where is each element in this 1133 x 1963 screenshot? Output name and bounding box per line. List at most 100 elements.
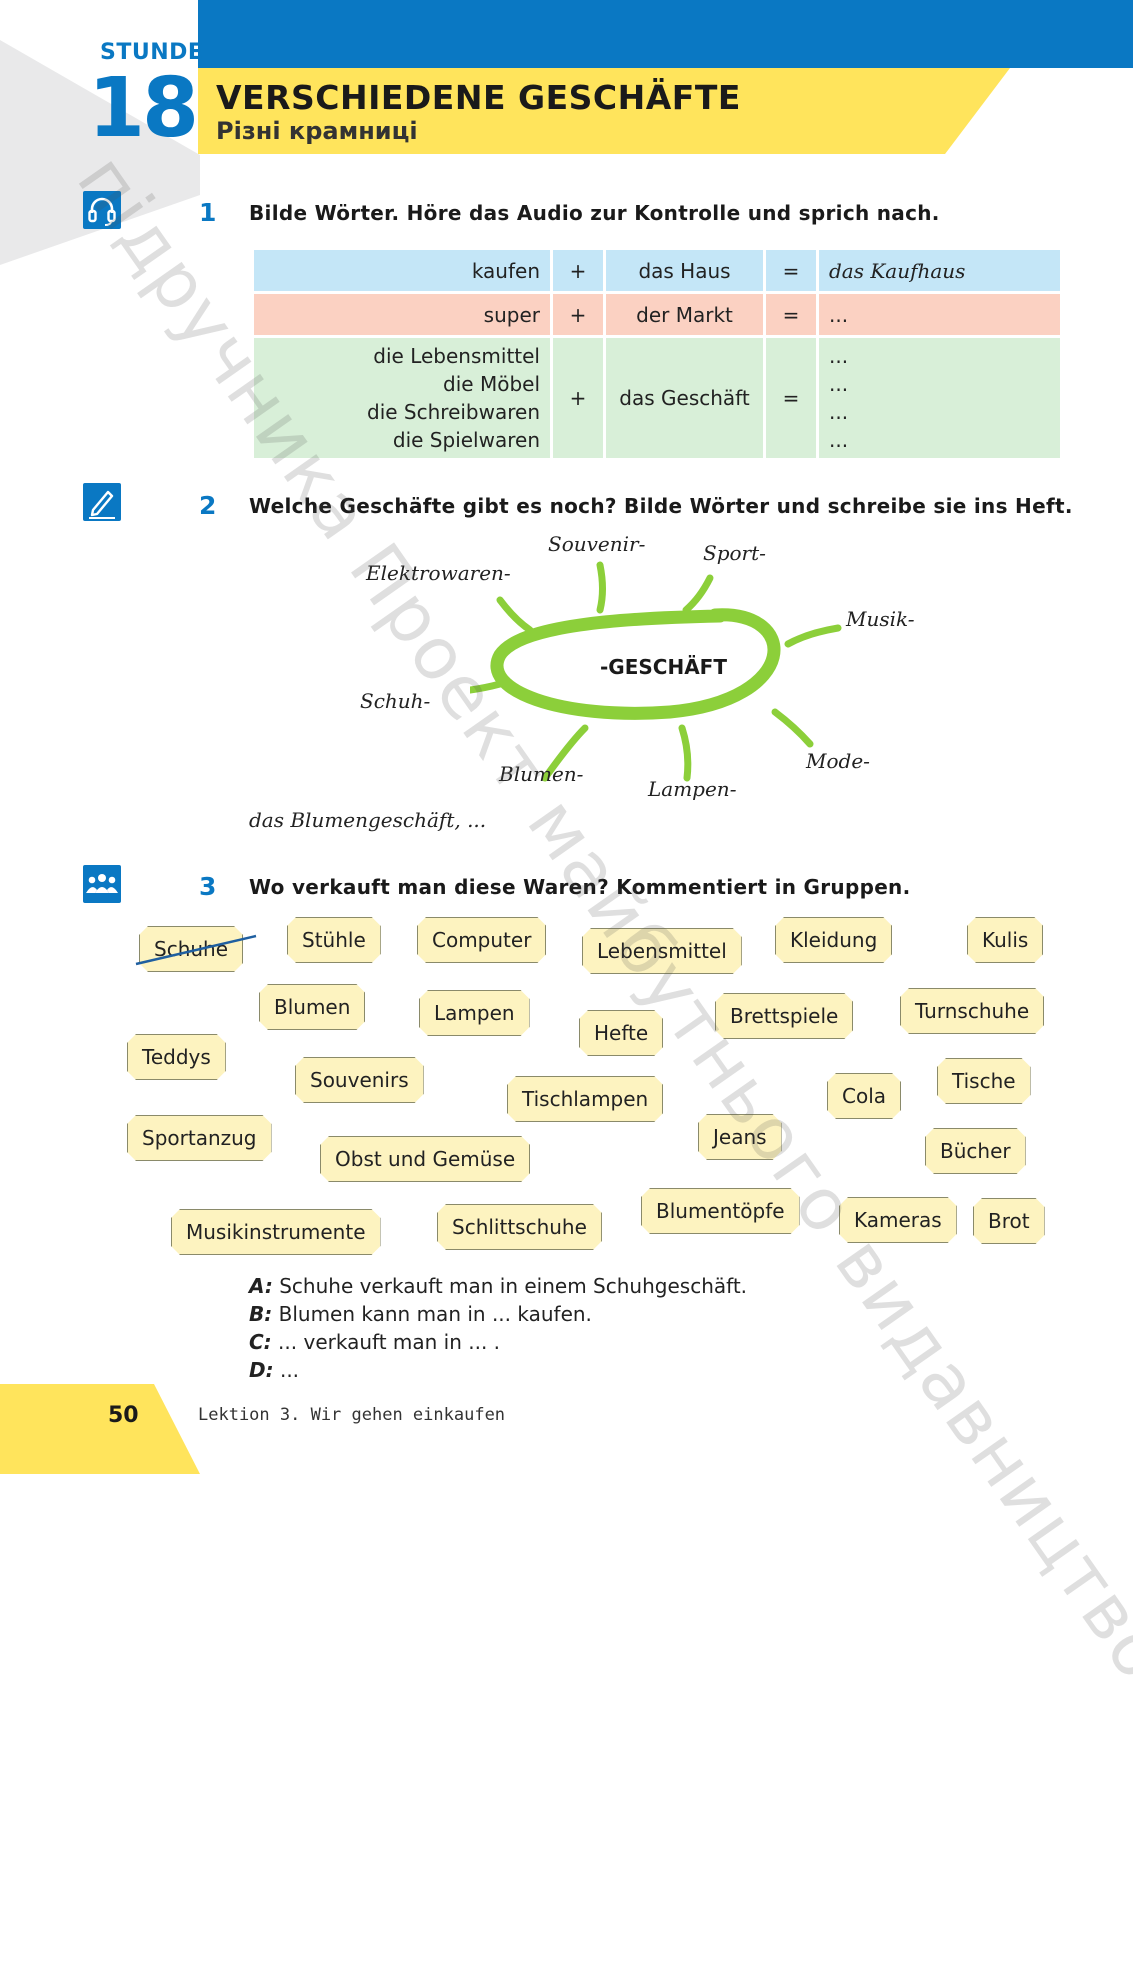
table-cell-line: ...: [829, 428, 849, 452]
exercise-1-instruction: Bilde Wörter. Höre das Audio zur Kontrol…: [249, 201, 940, 225]
mindmap-drawing: [470, 561, 842, 782]
table-cell-right: der Markt: [603, 291, 766, 338]
table-cell-line: die Möbel: [443, 372, 540, 396]
word-tag-label: Obst und Gemüse: [335, 1147, 516, 1171]
table-cell-plus: +: [550, 247, 606, 294]
page-number: 50: [108, 1403, 139, 1428]
mindmap-word: Souvenir-: [548, 532, 646, 556]
table-cell-line: die Spielwaren: [392, 428, 540, 452]
word-tag: Lampen: [419, 990, 530, 1036]
word-tag-label: Brot: [988, 1209, 1030, 1233]
word-tag: Tischlampen: [507, 1076, 663, 1122]
word-tag: Blumentöpfe: [641, 1188, 800, 1234]
word-tag-label: Blumen: [274, 995, 351, 1019]
table-cell-left: die Lebensmittel die Möbel die Schreibwa…: [251, 335, 553, 461]
exercise-2-instruction: Welche Geschäfte gibt es noch? Bilde Wör…: [249, 494, 1073, 518]
page-subtitle: Різні крамниці: [216, 117, 418, 145]
dialog-text: ...: [279, 1358, 300, 1382]
dialog-line: C: ... verkauft man in ... .: [249, 1328, 747, 1356]
word-tag: Blumen: [259, 984, 365, 1030]
table-cell-equals: =: [763, 247, 819, 294]
word-tag: Souvenirs: [295, 1057, 424, 1103]
word-tag: Kameras: [839, 1197, 957, 1243]
word-tag-label: Turnschuhe: [915, 999, 1030, 1023]
word-tag-label: Lampen: [434, 1001, 515, 1025]
word-tag-label: Musikinstrumente: [186, 1220, 366, 1244]
exercise-2-example: das Blumengeschäft, ...: [249, 808, 487, 832]
table-cell-line: die Lebensmittel: [373, 344, 540, 368]
word-tag: Cola: [827, 1073, 901, 1119]
table-row: super + der Markt = ...: [251, 291, 1063, 338]
lesson-number: 18: [88, 61, 199, 156]
word-tag-label: Hefte: [594, 1021, 649, 1045]
mindmap-word: Musik-: [846, 607, 915, 631]
exercise-1-number: 1: [199, 198, 217, 227]
mindmap-word: Schuh-: [360, 689, 431, 713]
headphones-icon[interactable]: [83, 191, 121, 229]
word-tag: Musikinstrumente: [171, 1209, 381, 1255]
table-cell-result: das Kaufhaus: [816, 247, 1063, 294]
header-title-band: [198, 68, 1010, 154]
word-tag-label: Tischlampen: [522, 1087, 649, 1111]
table-row: die Lebensmittel die Möbel die Schreibwa…: [251, 335, 1063, 461]
word-tag-label: Kleidung: [790, 928, 878, 952]
dialog-speaker: A:: [249, 1274, 273, 1298]
mindmap-word: Lampen-: [648, 777, 737, 801]
mindmap-center: -GESCHÄFT: [600, 655, 727, 679]
table-cell-line: ...: [829, 400, 849, 424]
word-building-table: kaufen + das Haus = das Kaufhaus super +…: [251, 247, 1063, 461]
word-tag-label: Tische: [952, 1069, 1016, 1093]
dialog-line: B: Blumen kann man in ... kaufen.: [249, 1300, 747, 1328]
dialog-example: A: Schuhe verkauft man in einem Schuhges…: [249, 1272, 747, 1384]
word-tag-label: Bücher: [940, 1139, 1011, 1163]
table-cell-line: ...: [829, 344, 849, 368]
word-tag: Kleidung: [775, 917, 892, 963]
exercise-3-number: 3: [199, 872, 217, 901]
word-tag-label: Cola: [842, 1084, 887, 1108]
table-cell-left: super: [251, 291, 553, 338]
dialog-line: D: ...: [249, 1356, 747, 1384]
word-tag: Schlittschuhe: [437, 1204, 602, 1250]
table-cell-left: kaufen: [251, 247, 553, 294]
table-cell-result: ... ... ... ...: [816, 335, 1063, 461]
page-title: VERSCHIEDENE GESCHÄFTE: [216, 78, 741, 117]
table-cell-result: ...: [816, 291, 1063, 338]
exercise-3-instruction: Wo verkauft man diese Waren? Kommentiert…: [249, 875, 911, 899]
word-tag: Hefte: [579, 1010, 663, 1056]
word-tag: Stühle: [287, 917, 381, 963]
word-tag: Obst und Gemüse: [320, 1136, 530, 1182]
table-cell-plus: +: [550, 291, 606, 338]
table-cell-line: die Schreibwaren: [367, 400, 540, 424]
mindmap-word: Elektrowaren-: [366, 561, 511, 585]
word-tag-label: Teddys: [142, 1045, 211, 1069]
pencil-icon[interactable]: [83, 483, 121, 521]
word-tag: Bücher: [925, 1128, 1026, 1174]
word-tag-crossed: Schuhe: [139, 926, 243, 972]
word-tag-label: Sportanzug: [142, 1126, 257, 1150]
word-tag-label: Souvenirs: [310, 1068, 409, 1092]
group-icon[interactable]: [83, 865, 121, 903]
word-tag: Brot: [973, 1198, 1045, 1244]
word-tag: Teddys: [127, 1034, 226, 1080]
word-tag: Sportanzug: [127, 1115, 272, 1161]
word-tag-label: Kulis: [982, 928, 1029, 952]
word-tag-label: Kameras: [854, 1208, 942, 1232]
footer-chapter: Lektion 3. Wir gehen einkaufen: [198, 1405, 506, 1425]
dialog-text: ... verkauft man in ... .: [278, 1330, 501, 1354]
word-tag-label: Lebensmittel: [597, 939, 727, 963]
lesson-label: STUNDE: [100, 40, 204, 65]
table-cell-right: das Haus: [603, 247, 766, 294]
header-blue-bar: [198, 0, 1133, 68]
table-row: kaufen + das Haus = das Kaufhaus: [251, 247, 1063, 294]
mindmap-word: Blumen-: [499, 762, 584, 786]
dialog-line: A: Schuhe verkauft man in einem Schuhges…: [249, 1272, 747, 1300]
table-cell-plus: +: [550, 335, 606, 461]
table-cell-equals: =: [763, 291, 819, 338]
dialog-text: Schuhe verkauft man in einem Schuhgeschä…: [279, 1274, 748, 1298]
word-tag-label: Brettspiele: [730, 1004, 839, 1028]
dialog-text: Blumen kann man in ... kaufen.: [278, 1302, 592, 1326]
exercise-2-number: 2: [199, 491, 217, 520]
word-tag-label: Jeans: [713, 1125, 767, 1149]
word-tag-label: Computer: [432, 928, 532, 952]
mindmap-word: Mode-: [806, 749, 870, 773]
